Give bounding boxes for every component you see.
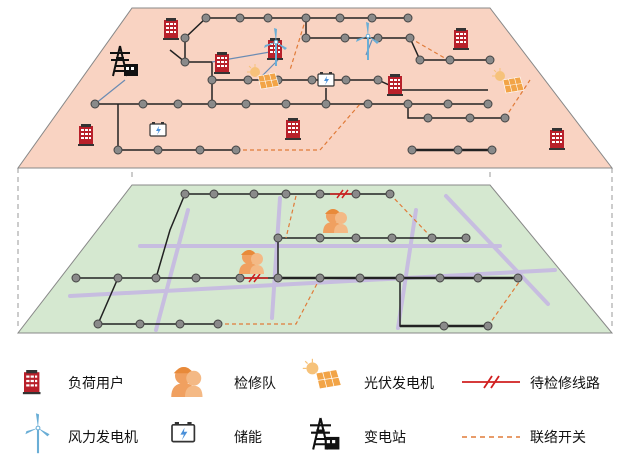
legend-storage: 储能 xyxy=(171,421,262,446)
building-icon xyxy=(22,370,41,395)
legend-repair-team-label: 检修队 xyxy=(234,376,276,392)
fault-marker xyxy=(240,189,354,283)
power-network-plane xyxy=(17,7,614,169)
legend: 负荷用户 检修队 光伏发电机 待检修线路 风力发电机 储能 xyxy=(22,358,600,455)
legend-line-to-repair: 待检修线路 xyxy=(462,375,600,392)
legend-tie-switch-label: 联络开关 xyxy=(530,430,586,446)
solar-panel-icon xyxy=(302,358,342,390)
legend-repair-team: 检修队 xyxy=(171,367,276,397)
legend-tie-switch: 联络开关 xyxy=(462,430,586,446)
transmission-tower-icon xyxy=(308,416,341,451)
legend-wind-label: 风力发电机 xyxy=(68,430,138,446)
legend-line-to-repair-label: 待检修线路 xyxy=(530,376,600,392)
legend-substation: 变电站 xyxy=(308,416,406,451)
legend-pv: 光伏发电机 xyxy=(302,358,434,392)
fault-line-icon xyxy=(462,375,520,389)
legend-pv-label: 光伏发电机 xyxy=(364,376,434,392)
traffic-network-plane xyxy=(16,184,614,334)
legend-load-user: 负荷用户 xyxy=(22,370,124,395)
legend-load-user-label: 负荷用户 xyxy=(68,375,124,392)
legend-substation-label: 变电站 xyxy=(364,430,406,446)
worker-icon xyxy=(171,367,203,397)
legend-wind: 风力发电机 xyxy=(24,412,138,455)
wind-turbine-icon xyxy=(24,412,51,455)
battery-icon xyxy=(171,421,196,443)
legend-storage-label: 储能 xyxy=(234,430,262,446)
